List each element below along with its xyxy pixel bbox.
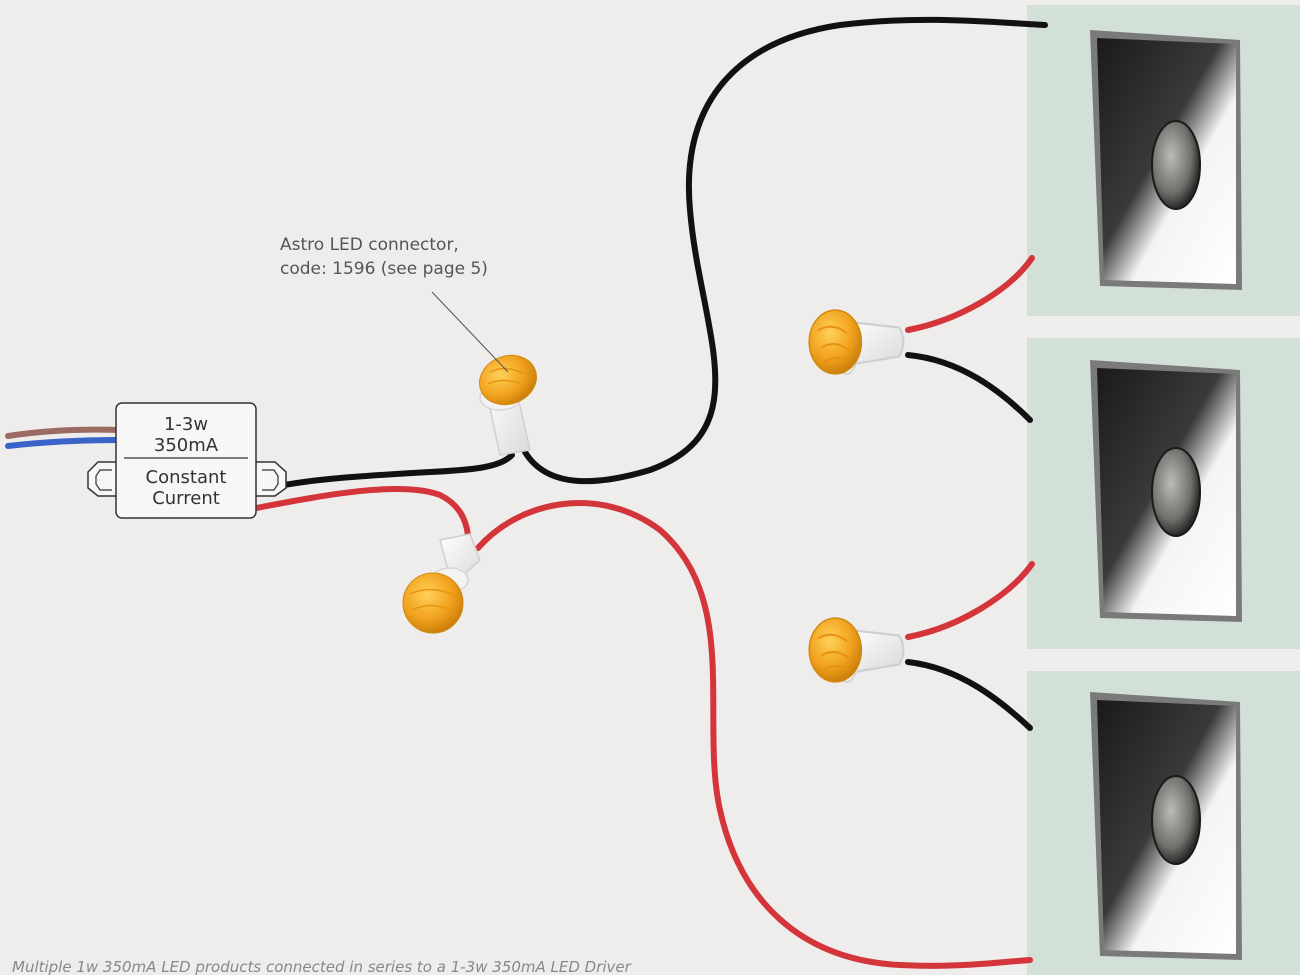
driver-rating: 1-3w xyxy=(164,414,208,435)
connector-black-junction xyxy=(479,354,537,456)
mains-blue-wire xyxy=(5,437,123,449)
led-light-2 xyxy=(1027,338,1300,649)
connector-light-1-2 xyxy=(808,309,905,375)
connector-annotation-line-1: Astro LED connector, xyxy=(280,235,459,255)
led-light-3 xyxy=(1027,671,1300,975)
diagram-caption: Multiple 1w 350mA LED products connected… xyxy=(12,958,632,975)
driver-current: 350mA xyxy=(154,435,219,456)
black-wire-light-2-link xyxy=(905,352,1033,423)
led-driver: 1-3w 350mA Constant Current xyxy=(87,402,287,519)
mains-brown-wire xyxy=(5,426,123,439)
driver-red-wire xyxy=(253,485,471,538)
led-light-1 xyxy=(1027,5,1300,316)
connector-annotation-line-2: code: 1596 (see page 5) xyxy=(280,259,488,279)
red-wire-to-light-3 xyxy=(475,500,1033,969)
red-wire-light-2-link xyxy=(905,561,1035,640)
connector-red-junction xyxy=(402,533,481,634)
connector-light-2-3 xyxy=(808,617,905,683)
black-wire-to-light-1 xyxy=(522,16,1048,485)
annotation-leader-line xyxy=(431,291,509,373)
red-wire-light-1-link xyxy=(905,255,1035,333)
black-wire-light-3-link xyxy=(905,659,1033,731)
driver-black-wire xyxy=(253,452,515,495)
driver-type-line-2: Current xyxy=(152,488,220,509)
driver-type-line-1: Constant xyxy=(146,467,227,488)
